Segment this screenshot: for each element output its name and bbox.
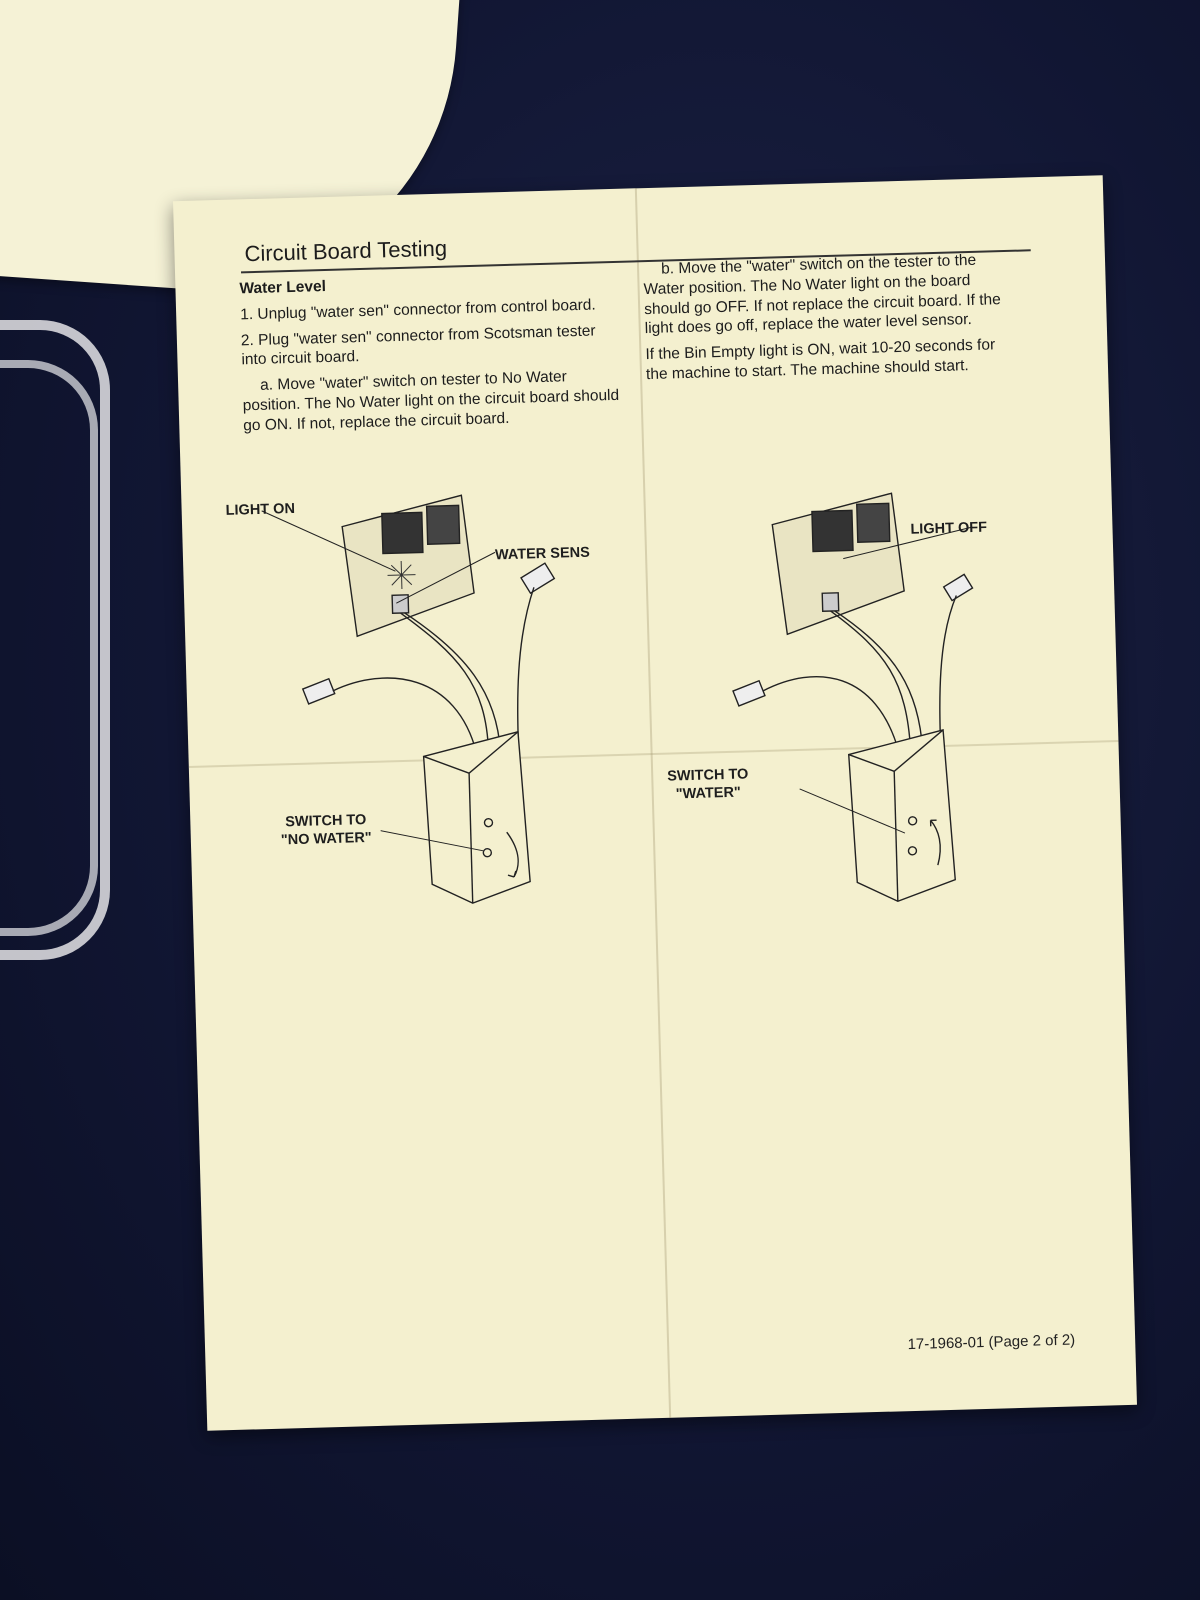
- callout-line: SWITCH TO: [667, 766, 749, 785]
- bin-empty-note: If the Bin Empty light is ON, wait 10-20…: [645, 336, 996, 384]
- callout-line: "NO WATER": [280, 830, 372, 849]
- right-column: b. Move the "water" switch on the tester…: [643, 250, 1007, 391]
- callout-switch-no-water: SWITCH TO "NO WATER": [280, 811, 372, 850]
- left-column: Water Level 1. Unplug "water sen" connec…: [239, 269, 623, 442]
- page-footer: 17-1968-01 (Page 2 of 2): [907, 1331, 1076, 1354]
- callout-water-sens: WATER SENS: [494, 544, 591, 564]
- cable: [0, 320, 110, 960]
- right-diagram: [732, 492, 974, 903]
- instruction-sheet: Circuit Board Testing Water Level 1. Unp…: [173, 175, 1137, 1431]
- step-1: 1. Unplug "water sen" connector from con…: [239, 296, 596, 324]
- callout-line: "WATER": [675, 784, 742, 803]
- callout-switch-water: SWITCH TO "WATER": [667, 765, 749, 804]
- step-2: 2. Plug "water sen" connector from Scots…: [240, 322, 596, 369]
- section-heading: Water Level: [239, 277, 327, 298]
- step-a: a. Move "water" switch on tester to No W…: [242, 368, 620, 435]
- callout-light-off: LIGHT OFF: [910, 519, 988, 538]
- step-b: b. Move the "water" switch on the tester…: [643, 251, 1002, 338]
- left-diagram: [261, 494, 556, 904]
- document-title: Circuit Board Testing: [244, 235, 448, 267]
- callout-light-on: LIGHT ON: [225, 500, 296, 519]
